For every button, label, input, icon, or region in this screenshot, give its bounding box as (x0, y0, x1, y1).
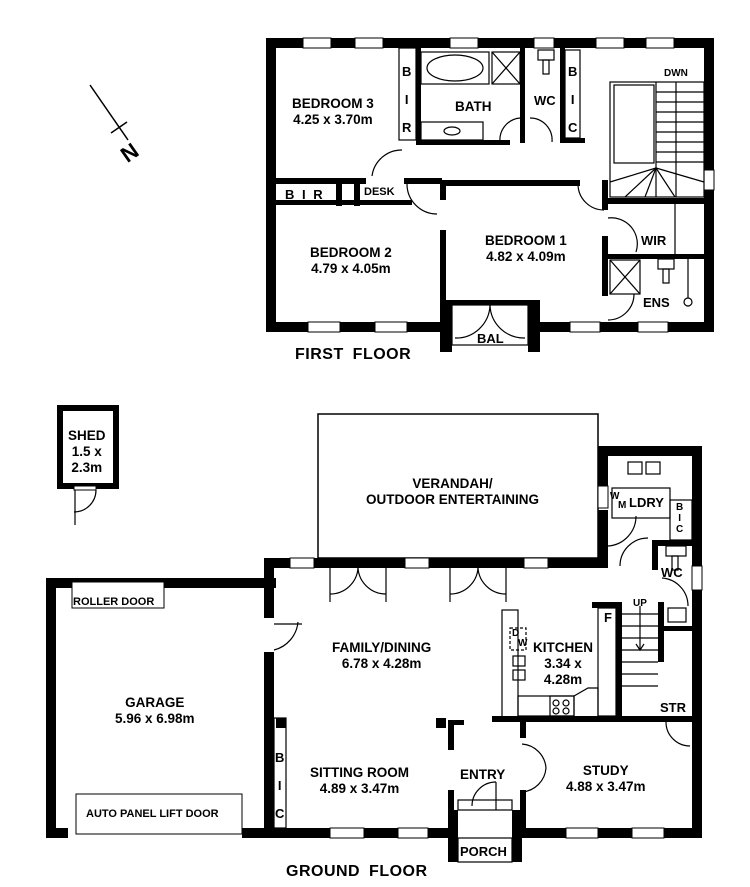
room-sitting: SITTING ROOM 4.89 x 3.47m (310, 765, 409, 797)
stairs-up-label: UP (633, 598, 647, 609)
shed-walls (57, 405, 119, 525)
room-size: 4.25 x 3.70m (293, 112, 373, 128)
room-kitchen: KITCHEN 3.34 x 4.28m (533, 640, 593, 688)
room-laundry: LDRY (629, 495, 664, 510)
north-arrow-icon (89, 84, 129, 141)
room-garage: GARAGE 5.96 x 6.98m (115, 695, 195, 727)
dishwasher-w: W (518, 638, 528, 649)
roller-door-label: ROLLER DOOR (73, 596, 155, 608)
room-entry: ENTRY (460, 767, 506, 782)
room-bedroom3: BEDROOM 3 4.25 x 3.70m (292, 96, 374, 128)
room-shed: SHED 1.5 x 2.3m (68, 428, 106, 476)
bic-first: B I C (568, 64, 578, 135)
room-bath: BATH (455, 99, 492, 114)
first-floor-title: FIRST FLOOR (295, 346, 412, 363)
bic-sitting: B I C (275, 750, 285, 821)
ground-floor-fixtures (71, 461, 703, 863)
bir-bedroom3: B I R (402, 64, 412, 135)
bir-bedroom2: B I R (285, 187, 323, 202)
room-balcony: BAL (477, 331, 504, 346)
ground-floor-title: GROUND FLOOR (286, 863, 428, 880)
room-bedroom1: BEDROOM 1 4.82 x 4.09m (485, 233, 567, 265)
area-verandah: VERANDAH/ OUTDOOR ENTERTAINING (366, 476, 539, 508)
room-bedroom2: BEDROOM 2 4.79 x 4.05m (310, 245, 392, 277)
stairs-down-label: DWN (664, 68, 688, 79)
washing-machine-w: W (610, 491, 620, 502)
room-wc-ground: WC (661, 565, 683, 580)
room-storage: STR (660, 700, 686, 715)
room-wc-first: WC (534, 93, 556, 108)
fridge-label: F (604, 610, 612, 625)
room-name: BEDROOM 3 (292, 96, 374, 111)
first-floor-fixtures (302, 37, 715, 346)
room-family-dining: FAMILY/DINING 6.78 x 4.28m (332, 640, 432, 672)
washing-machine-m: M (618, 500, 627, 511)
auto-panel-door-label: AUTO PANEL LIFT DOOR (86, 808, 219, 820)
room-porch: PORCH (460, 844, 507, 859)
room-study: STUDY 4.88 x 3.47m (566, 763, 646, 795)
room-ens: ENS (643, 295, 670, 310)
room-wir: WIR (641, 233, 667, 248)
desk-label: DESK (364, 186, 395, 198)
dishwasher-d: D (512, 628, 520, 639)
bic-laundry: B I C (676, 502, 684, 535)
